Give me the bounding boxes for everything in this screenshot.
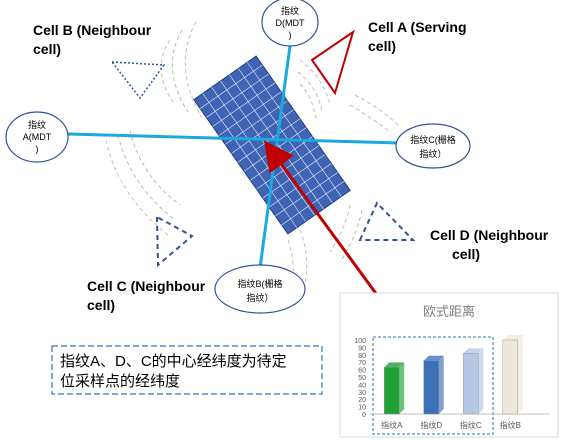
fingerprint-b-ellipse (214, 264, 306, 314)
bar-2 (423, 360, 439, 415)
fingerprint-d-line3: ) (289, 30, 292, 40)
fingerprint-c-ellipse (395, 123, 471, 169)
bar-top (463, 348, 484, 354)
cell-d-label-line2: cell) (452, 246, 480, 262)
fingerprint-d-line2: D(MDT (276, 18, 305, 28)
bar-side (478, 348, 484, 414)
fingerprint-c-line1: 指纹C(栅格 (410, 134, 456, 145)
y-tick-label: 30 (358, 390, 366, 397)
y-tick-label: 0 (362, 412, 366, 419)
cell-d-label-line1: Cell D (Neighbour (430, 227, 549, 243)
bar-top (384, 362, 405, 368)
bar-top (423, 355, 444, 361)
cell-c-triangle (155, 215, 194, 268)
cell-d-triangle (358, 201, 416, 241)
signal-waves (105, 21, 399, 293)
x-tick-label: 指纹A (381, 420, 403, 430)
note-line1: 指纹A、D、C的中心经纬度为待定 (60, 353, 287, 370)
chart-highlight-box (372, 336, 494, 435)
x-tick-label: 指纹C (460, 420, 482, 430)
y-tick-label: 20 (358, 397, 366, 404)
y-tick-label: 40 (358, 382, 366, 389)
y-tick-label: 60 (358, 368, 366, 375)
fingerprint-c-line2: 指纹） (419, 148, 446, 159)
cell-c-label-line2: cell) (87, 297, 115, 313)
bar-1 (384, 367, 400, 415)
note-box (51, 345, 323, 395)
y-tick-label: 70 (358, 360, 366, 367)
fingerprint-b-line1: 指纹B(栅格 (237, 278, 282, 289)
cell-b-triangle (110, 61, 166, 100)
chart-title: 欧式距离 (423, 304, 475, 319)
x-tick-label: 指纹B (500, 420, 521, 430)
bar-side (438, 355, 444, 414)
y-tick-label: 100 (354, 338, 366, 345)
cell-a-label-line2: cell) (368, 38, 396, 54)
cell-a-label-line1: Cell A (Serving (368, 19, 467, 35)
bar-side (517, 335, 523, 414)
fingerprint-a-line2: A(MDT (23, 132, 52, 142)
bar-top (502, 335, 523, 340)
fingerprint-a-line1: 指纹 (28, 119, 46, 130)
fingerprint-a-ellipse (5, 111, 69, 163)
fingerprint-a-line3: ) (36, 144, 39, 154)
cell-b-label-line1: Cell B (Neighbour (33, 22, 152, 38)
bar-3 (463, 353, 479, 415)
y-tick-label: 80 (358, 353, 366, 360)
note-line2: 位采样点的经纬度 (60, 373, 180, 390)
bar-4 (502, 339, 518, 415)
cell-a-triangle (310, 29, 355, 96)
fingerprint-b-line2: 指纹） (246, 292, 273, 303)
cell-c-label-line1: Cell C (Neighbour (87, 278, 206, 294)
fingerprint-d-line1: 指纹 (281, 5, 299, 16)
bar-side (399, 362, 405, 414)
y-tick-label: 50 (358, 375, 366, 382)
y-tick-label: 10 (358, 405, 366, 412)
y-tick-label: 90 (358, 345, 366, 352)
cell-b-label-line2: cell) (33, 41, 61, 57)
x-tick-label: 指纹D (420, 420, 442, 430)
fingerprint-d-ellipse (261, 0, 319, 47)
